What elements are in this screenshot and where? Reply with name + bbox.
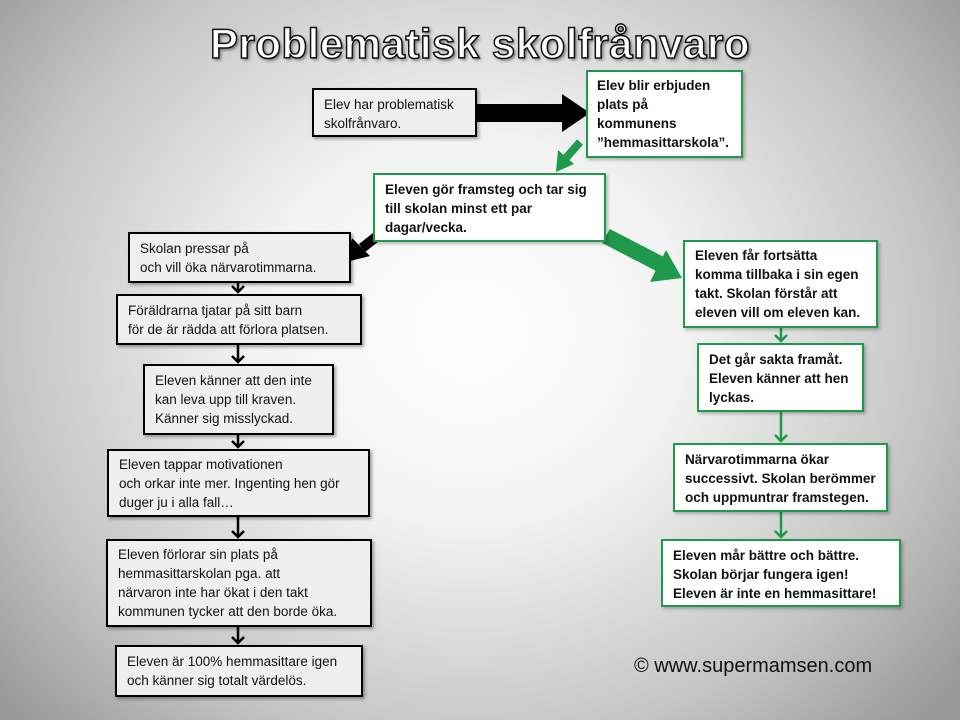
positive-step-1: Eleven får fortsätta komma tillbaka i si… — [683, 240, 878, 328]
positive-step-2: Det går sakta framåt. Eleven känner att … — [697, 343, 864, 412]
positive-step-4: Eleven mår bättre och bättre. Skolan bör… — [661, 539, 901, 607]
green-down-arrows — [774, 328, 788, 539]
negative-step-5: Eleven förlorar sin plats på hemmasittar… — [106, 539, 372, 627]
negative-step-4: Eleven tappar motivationen och orkar int… — [107, 449, 370, 517]
negative-step-1: Skolan pressar på och vill öka närvaroti… — [128, 232, 351, 283]
black-arrow-start-to-offer — [476, 94, 590, 132]
negative-step-2: Föräldrarna tjatar på sitt barn för de ä… — [116, 294, 362, 345]
positive-step-3: Närvarotimmarna ökar successivt. Skolan … — [673, 443, 888, 512]
page-title: Problematisk skolfrånvaro — [209, 19, 751, 68]
offer-box: Elev blir erbjuden plats på kommunens ”h… — [586, 70, 743, 158]
green-arrow-progress-to-positive — [602, 228, 682, 282]
black-down-arrows — [231, 283, 245, 645]
progress-box: Eleven gör framsteg och tar sig till sko… — [373, 173, 606, 242]
negative-step-6: Eleven är 100% hemmasittare igen och kän… — [115, 645, 363, 697]
negative-step-3: Eleven känner att den inte kan leva upp … — [143, 364, 334, 435]
copyright-text: © www.supermamsen.com — [634, 655, 873, 677]
start-box: Elev har problematisk skolfrånvaro. — [312, 88, 477, 137]
green-arrow-offer-to-progress — [556, 139, 584, 172]
